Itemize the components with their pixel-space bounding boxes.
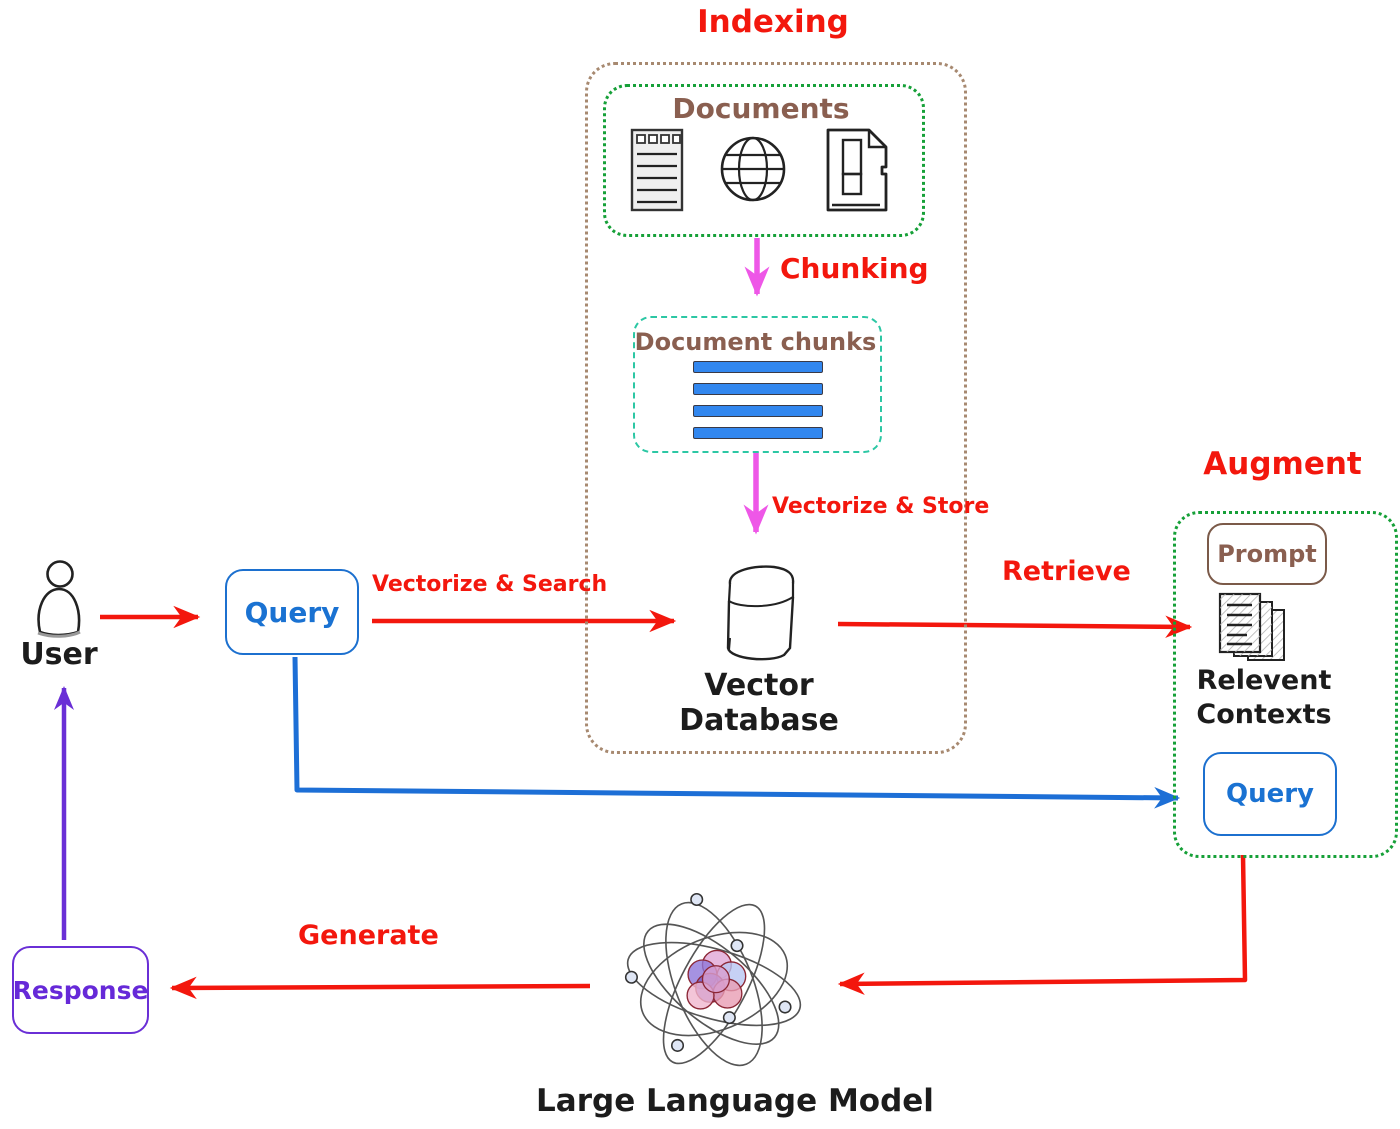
chunking-label: Chunking (780, 252, 929, 285)
arrow-llm-to-response (169, 976, 591, 1000)
vectorize-store-label: Vectorize & Store (772, 494, 990, 519)
chunk-bars (693, 361, 823, 439)
augment-query-label: Query (1225, 779, 1315, 809)
vector-database-label: Vector Database (679, 668, 839, 739)
document-chunks-title: Document chunks (634, 328, 877, 356)
query-label: Query (244, 595, 340, 629)
document-chunks-box (633, 316, 882, 453)
chunk-bar (693, 383, 823, 395)
augment-box (1173, 511, 1398, 858)
arrow-augment-to-llm (837, 854, 1248, 996)
chunk-bar (693, 361, 823, 373)
vectorize-search-label: Vectorize & Search (372, 572, 608, 597)
response-box: Response (12, 946, 149, 1034)
indexing-box (585, 62, 967, 754)
prompt-label: Prompt (1217, 540, 1317, 568)
documents-box (603, 84, 925, 237)
augment-query-box: Query (1203, 752, 1337, 836)
response-label: Response (12, 975, 149, 1005)
globe-icon (719, 130, 787, 210)
database-cylinder-icon (722, 560, 800, 668)
documents-icon-row (630, 122, 892, 217)
documents-title: Documents (672, 92, 850, 125)
augment-title: Augment (1203, 446, 1362, 482)
relevant-contexts-label: Relevent Contexts (1196, 665, 1332, 730)
chunk-bar (693, 427, 823, 439)
prompt-box: Prompt (1207, 523, 1327, 585)
retrieve-label: Retrieve (1002, 556, 1131, 587)
form-document-icon (630, 128, 684, 212)
documents-stack-icon (1210, 592, 1296, 672)
user-person-icon (28, 560, 90, 638)
query-box: Query (225, 569, 359, 655)
generate-label: Generate (298, 920, 439, 951)
user-label: User (20, 637, 98, 672)
indexing-title: Indexing (697, 4, 849, 40)
chunk-bar (693, 405, 823, 417)
llm-label: Large Language Model (536, 1083, 934, 1119)
report-file-icon (822, 127, 892, 213)
atom-icon (618, 888, 810, 1080)
